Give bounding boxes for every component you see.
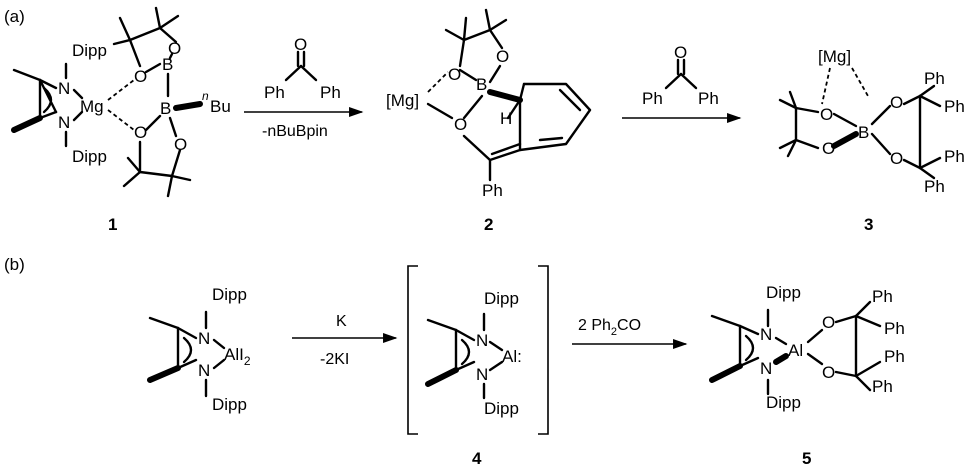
c3-atom-o-3: O bbox=[890, 93, 903, 112]
atom-n-bottom: N bbox=[58, 113, 70, 132]
compound-2-structure: [Mg] O B O O H Ph bbox=[386, 8, 592, 200]
compound-label-5: 5 bbox=[802, 449, 811, 468]
c5-n-bottom: N bbox=[760, 359, 772, 378]
reagent1-o: O bbox=[294, 35, 307, 54]
reagent-benzophenone-2: O Ph Ph bbox=[642, 43, 719, 108]
c3-ph-1: Ph bbox=[924, 69, 945, 88]
compound-label-1: 1 bbox=[108, 215, 117, 234]
atom-o-4: O bbox=[174, 135, 187, 154]
atom-b-1: B bbox=[162, 55, 173, 74]
c5-dipp-bottom: Dipp bbox=[766, 393, 801, 412]
c5-ph-2: Ph bbox=[884, 319, 905, 338]
c2-atom-o-2: O bbox=[496, 47, 509, 66]
c3-atom-b: B bbox=[858, 123, 869, 142]
ali2-al: AlI2 bbox=[224, 345, 251, 368]
c2-atom-b: B bbox=[476, 75, 487, 94]
compound-label-2: 2 bbox=[484, 215, 493, 234]
c4-al-lonepair: Al: bbox=[502, 347, 522, 366]
reagent-benzophenone-1: O Ph Ph bbox=[264, 35, 341, 102]
panel-a-label: (a) bbox=[4, 7, 25, 26]
c3-atom-o-1: O bbox=[820, 105, 833, 124]
reagent2-o: O bbox=[674, 43, 687, 62]
compound-5-structure: N N Dipp Dipp Al O O Ph Ph Ph Ph bbox=[709, 283, 905, 412]
c5-n-top: N bbox=[760, 325, 772, 344]
condition-b2-above: 2 Ph2CO bbox=[578, 317, 641, 338]
atom-mg: Mg bbox=[80, 97, 104, 116]
reagent2-ph-left: Ph bbox=[642, 89, 663, 108]
condition-b1-below: -2KI bbox=[320, 351, 349, 368]
atom-o-3: O bbox=[134, 123, 147, 142]
c3-atom-o-4: O bbox=[890, 149, 903, 168]
c5-ph-1: Ph bbox=[872, 287, 893, 306]
c2-ph: Ph bbox=[482, 181, 503, 200]
compound-1-structure: N N Dipp Dipp Mg O B O B n Bu O O bbox=[11, 6, 231, 198]
bracket-right bbox=[538, 265, 549, 435]
reagent1-ph-right: Ph bbox=[320, 83, 341, 102]
ali2-n-top: N bbox=[198, 329, 210, 348]
compound-label-4: 4 bbox=[472, 449, 482, 468]
nacnac-ali2-structure: N N Dipp Dipp AlI2 bbox=[147, 285, 251, 414]
ali2-n-bottom: N bbox=[198, 361, 210, 380]
nbu-prefix: n bbox=[202, 89, 209, 103]
panel-b-label: (b) bbox=[4, 255, 25, 274]
atom-b-2: B bbox=[160, 99, 171, 118]
condition-a1-below: -nBuBpin bbox=[262, 123, 328, 140]
atom-n-top: N bbox=[58, 79, 70, 98]
ali2-dipp-top: Dipp bbox=[212, 285, 247, 304]
condition-b1-above: K bbox=[336, 313, 347, 330]
c5-al: Al bbox=[788, 341, 803, 360]
dipp-top: Dipp bbox=[72, 41, 107, 60]
mg-bracket-2: [Mg] bbox=[386, 91, 419, 110]
c5-o-bottom: O bbox=[822, 363, 835, 382]
compound-4-structure: N N Dipp Dipp Al: bbox=[425, 289, 522, 418]
compound-3-structure: [Mg] O O B O O Ph Ph Ph Ph bbox=[778, 47, 965, 196]
c5-ph-4: Ph bbox=[872, 377, 893, 396]
atom-o-1: O bbox=[134, 67, 147, 86]
c4-n-top: N bbox=[476, 331, 488, 350]
ali2-dipp-bottom: Dipp bbox=[212, 395, 247, 414]
c2-atom-o-3: O bbox=[454, 115, 467, 134]
c3-atom-o-2: O bbox=[822, 139, 835, 158]
c4-dipp-top: Dipp bbox=[484, 289, 519, 308]
c3-ph-2: Ph bbox=[944, 97, 965, 116]
mg-bracket-3: [Mg] bbox=[818, 47, 851, 66]
c3-ph-4: Ph bbox=[924, 177, 945, 196]
bracket-left bbox=[407, 265, 418, 435]
c5-ph-3: Ph bbox=[884, 347, 905, 366]
c2-atom-o-1: O bbox=[448, 65, 461, 84]
c5-dipp-top: Dipp bbox=[766, 283, 801, 302]
reagent1-ph-left: Ph bbox=[264, 83, 285, 102]
nbu-group: Bu bbox=[210, 97, 231, 116]
c3-ph-3: Ph bbox=[944, 147, 965, 166]
compound-label-3: 3 bbox=[864, 215, 873, 234]
reagent2-ph-right: Ph bbox=[698, 89, 719, 108]
c4-dipp-bottom: Dipp bbox=[484, 399, 519, 418]
dipp-bottom: Dipp bbox=[72, 147, 107, 166]
c2-atom-h: H bbox=[500, 109, 512, 128]
c4-n-bottom: N bbox=[476, 365, 488, 384]
c5-o-top: O bbox=[822, 313, 835, 332]
